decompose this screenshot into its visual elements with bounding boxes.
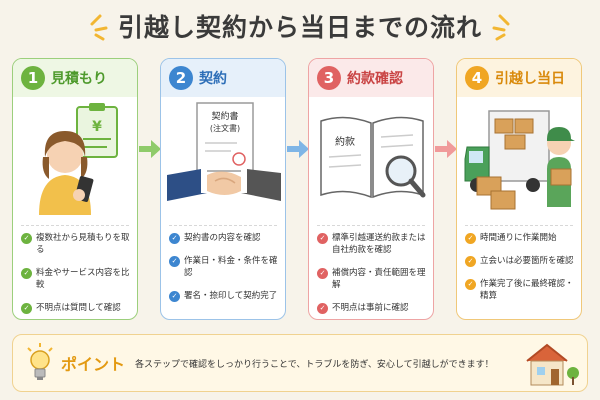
page-title: 引越し契約から当日までの流れ xyxy=(117,13,482,42)
check-icon: ✓ xyxy=(465,255,476,267)
book-magnifier-illustration: 約款 xyxy=(320,116,426,199)
checklist-item-text: 複数社から見積もりを取る xyxy=(36,233,130,255)
checklist-item: ✓ 立会いは必要箇所を確認 xyxy=(465,255,575,267)
checklist-item: ✓ 補償内容・責任範囲を理解 xyxy=(317,267,427,291)
divider xyxy=(465,225,573,226)
point-label: ポイント xyxy=(61,355,126,374)
step-number: 4 xyxy=(465,66,489,90)
checklist-item-text: 契約書の内容を確認 xyxy=(184,233,261,243)
checklist-item-text: 補償内容・責任範囲を理解 xyxy=(332,268,426,290)
svg-text:¥: ¥ xyxy=(92,119,102,135)
checklist-item: ✓ 作業完了後に最終確認・精算 xyxy=(465,278,575,302)
step-number: 2 xyxy=(169,66,193,90)
handshake-illustration: 契約書 (注文書) xyxy=(167,102,281,201)
check-icon: ✓ xyxy=(21,232,32,244)
check-icon: ✓ xyxy=(21,302,32,314)
checklist-item-text: 料金やサービス内容を比較 xyxy=(36,268,130,290)
check-icon: ✓ xyxy=(317,267,328,279)
sparkle-icon xyxy=(90,14,108,41)
step-label: 引越し当日 xyxy=(495,71,565,87)
checklist-item: ✓ 時間通りに作業開始 xyxy=(465,232,575,244)
house-icon xyxy=(526,343,579,386)
checklist-item: ✓ 複数社から見積もりを取る xyxy=(21,232,131,256)
checklist-item: ✓ 料金やサービス内容を比較 xyxy=(21,267,131,291)
divider xyxy=(21,225,129,226)
checklist-item-text: 作業日・料金・条件を確認 xyxy=(184,256,278,278)
truck-mover-illustration xyxy=(464,110,575,210)
checklist-item: ✓ 不明点は事前に確認 xyxy=(317,302,427,314)
step-card-contract: 2 契約 契約書 (注文書) ✓契約書の内容を確認 ✓作業日・料金・条件を確認 … xyxy=(160,58,286,320)
checklist-item: ✓ 署名・捺印して契約完了 xyxy=(169,290,279,302)
point-text: 各ステップで確認をしっかり行うことで、トラブルを防ぎ、安心して引越しができます！ xyxy=(135,359,494,370)
svg-text:(注文書): (注文書) xyxy=(210,123,240,133)
check-icon: ✓ xyxy=(169,255,180,267)
check-icon: ✓ xyxy=(317,232,328,244)
checklist-item-text: 不明点は事前に確認 xyxy=(332,303,409,313)
step-header: 3 約款確認 xyxy=(309,59,433,97)
divider xyxy=(317,225,425,226)
checklist-item: ✓ 標準引越運送約款または自社約款を確認 xyxy=(317,232,427,256)
svg-text:約款: 約款 xyxy=(335,135,355,148)
step-number: 1 xyxy=(21,66,45,90)
check-icon: ✓ xyxy=(21,267,32,279)
step-card-estimate: 1 見積もり ¥ ✓ 複数社から見積もりを取る ✓ 料金やサービス内容を比較 ✓ 不明… xyxy=(12,58,138,320)
checklist-item: ✓ 作業日・料金・条件を確認 xyxy=(169,255,279,279)
point-banner: ポイント 各ステップで確認をしっかり行うことで、トラブルを防ぎ、安心して引越しが… xyxy=(12,334,588,392)
sparkle-icon xyxy=(492,14,510,41)
checklist-item-text: 不明点は質問して確認 xyxy=(36,303,121,313)
arrow-right-icon xyxy=(435,140,457,158)
check-icon: ✓ xyxy=(465,232,476,244)
check-icon: ✓ xyxy=(465,278,476,290)
checklist-item-text: 立会いは必要箇所を確認 xyxy=(480,256,574,266)
step-label: 契約 xyxy=(199,71,227,87)
check-icon: ✓ xyxy=(169,290,180,302)
checklist-item-text: 時間通りに作業開始 xyxy=(480,233,557,243)
arrow-right-icon xyxy=(139,140,161,158)
step-header: 2 契約 xyxy=(161,59,285,97)
arrow-right-icon xyxy=(287,140,309,158)
checklist-item-text: 標準引越運送約款または自社約款を確認 xyxy=(332,233,426,255)
checklist-item-text: 署名・捺印して契約完了 xyxy=(184,291,278,301)
checklist-item-text: 作業完了後に最終確認・精算 xyxy=(480,279,574,301)
divider xyxy=(169,225,277,226)
step-card-moving-day: 4 引越し当日 ✓ 時間通りに作業開始 ✓ 立会いは必要箇所を確認 ✓ 作業完了後に最… xyxy=(456,58,582,320)
step-card-terms: 3 約款確認 約款 ✓ 標準引越運送約款または自社約款を確認 ✓ 補償内容・責任範囲… xyxy=(308,58,434,320)
checklist-item: ✓ 契約書の内容を確認 xyxy=(169,232,279,244)
checklist-item: ✓ 不明点は質問して確認 xyxy=(21,302,131,314)
step-label: 見積もり xyxy=(51,71,107,87)
check-icon: ✓ xyxy=(317,302,328,314)
step-header: 4 引越し当日 xyxy=(457,59,581,97)
check-icon: ✓ xyxy=(169,232,180,244)
person-with-phone-illustration: ¥ xyxy=(39,103,118,215)
step-number: 3 xyxy=(317,66,341,90)
step-label: 約款確認 xyxy=(347,71,403,87)
svg-text:契約書: 契約書 xyxy=(211,110,238,122)
step-header: 1 見積もり xyxy=(13,59,137,97)
lightbulb-icon xyxy=(27,343,53,380)
